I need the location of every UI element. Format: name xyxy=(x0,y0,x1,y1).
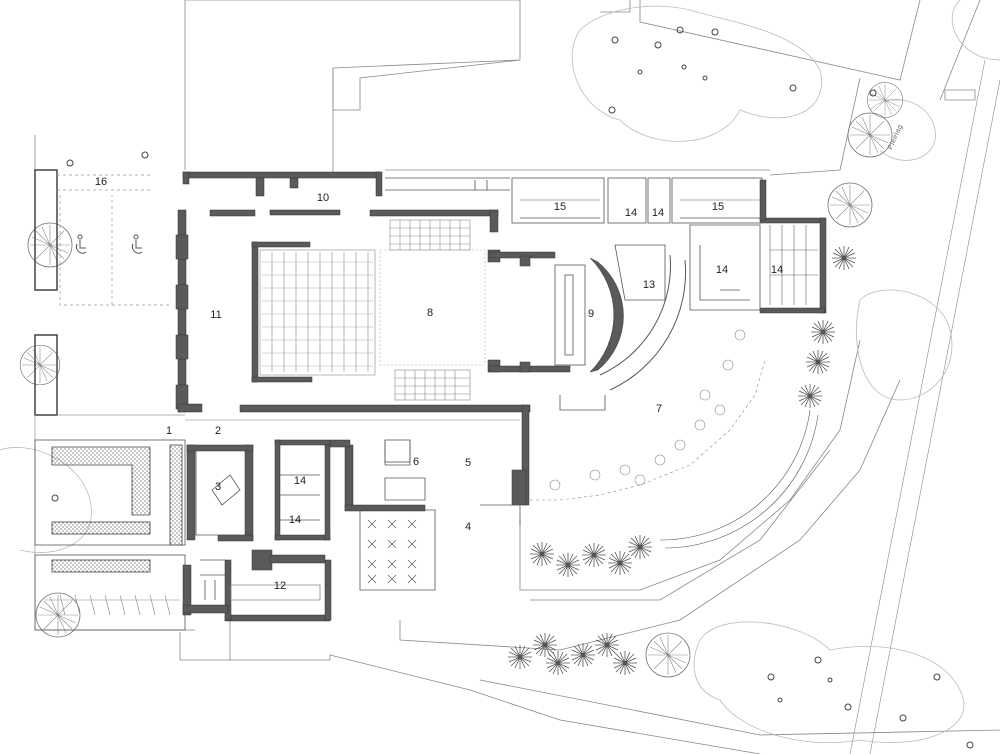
room-label: 14 xyxy=(770,264,784,276)
room-label: 15 xyxy=(553,201,567,213)
room-label: 11 xyxy=(210,309,222,321)
room-label: 14 xyxy=(715,264,729,276)
palm-plant-icon xyxy=(545,650,571,676)
courtyard-planting xyxy=(367,519,417,584)
room-label: 7 xyxy=(655,403,663,415)
trees xyxy=(19,82,903,678)
site-context xyxy=(34,0,1000,754)
building-walls xyxy=(175,171,827,622)
tree-dots xyxy=(51,26,974,749)
tree-icon xyxy=(827,182,873,228)
palm-plant-icon xyxy=(797,383,823,409)
tree-icon xyxy=(645,632,691,678)
tree-icon xyxy=(35,592,81,638)
room-label: 2 xyxy=(214,425,222,437)
palm-plant-icon xyxy=(607,550,633,576)
room-label: 13 xyxy=(642,279,656,291)
tree-icon xyxy=(19,344,61,386)
palm-plant-icon xyxy=(529,541,555,567)
palm-plant-icon xyxy=(805,349,831,375)
room-label: 10 xyxy=(316,192,330,204)
palm-plant-icon xyxy=(810,319,836,345)
room-label: 14 xyxy=(624,207,638,219)
room-label: 14 xyxy=(293,475,307,487)
room-label: 14 xyxy=(288,514,302,526)
room-label: 14 xyxy=(651,207,665,219)
palm-plant-icon xyxy=(507,644,533,670)
palm-plant-icon xyxy=(612,650,638,676)
palm-plant-icon xyxy=(570,642,596,668)
room-label: 15 xyxy=(711,201,725,213)
palm-plant-icon xyxy=(831,245,857,271)
tree-icon xyxy=(867,82,903,118)
tree-icon xyxy=(847,112,893,158)
palm-plant-icon xyxy=(594,632,620,658)
auditorium-seating xyxy=(259,219,486,401)
palm-plant-icon xyxy=(627,534,653,560)
room-label: 8 xyxy=(426,307,434,319)
interior-lines xyxy=(185,177,763,601)
room-label: 5 xyxy=(464,457,472,469)
room-label: 6 xyxy=(412,456,420,468)
room-label: 12 xyxy=(273,580,287,592)
restroom-stalls xyxy=(520,199,818,305)
palm-plant-icon xyxy=(555,552,581,578)
accessible-parking-icon xyxy=(75,234,143,254)
room-label: 4 xyxy=(464,521,472,533)
cafe-tables xyxy=(530,329,819,549)
palm-plant-icon xyxy=(581,542,607,568)
room-label: 9 xyxy=(587,308,595,320)
room-label: 1 xyxy=(165,425,173,437)
room-label: 3 xyxy=(214,481,222,493)
room-label: 16 xyxy=(94,176,108,188)
planters xyxy=(34,439,186,631)
